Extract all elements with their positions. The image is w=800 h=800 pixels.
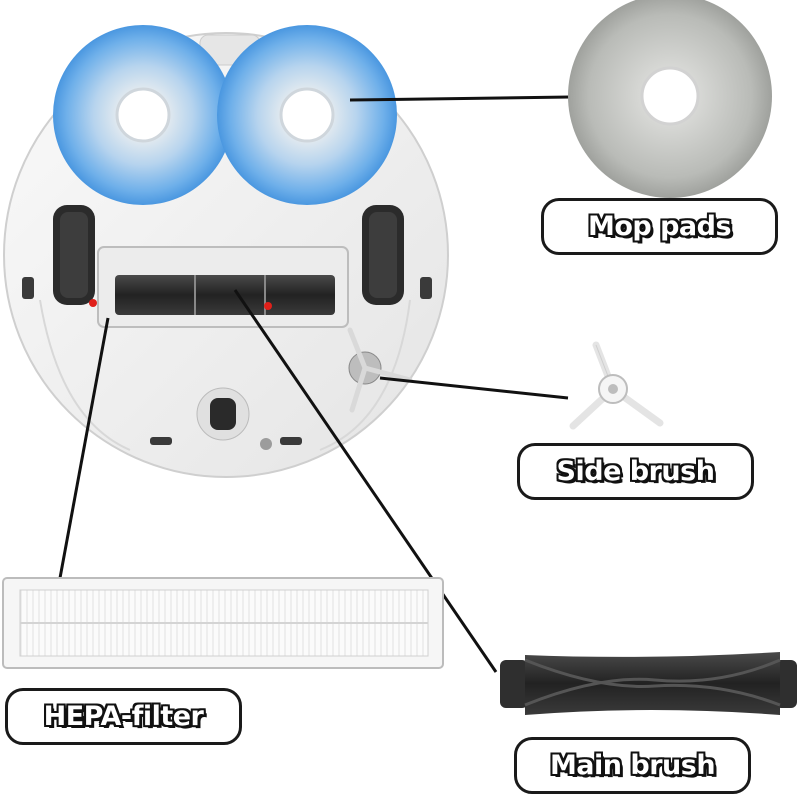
main-brush-product: [500, 652, 797, 715]
left-wheel: [53, 205, 95, 305]
label-hepa-filter: HEPA-filter: [5, 688, 242, 745]
label-main-brush: Main brush: [514, 737, 751, 794]
callout-side-brush: [379, 376, 569, 400]
callout-lines: [58, 95, 571, 673]
hepa-filter-product: [2, 577, 444, 669]
robot-side-brush: [347, 327, 413, 413]
label-mop-pads: Mop pads: [541, 198, 778, 255]
red-marker-left: [89, 299, 97, 307]
red-marker-right: [264, 302, 272, 310]
label-hepa-filter-text: HEPA-filter: [43, 701, 204, 732]
label-side-brush-text: Side brush: [556, 456, 715, 487]
side-brush-product: [569, 341, 664, 430]
label-main-brush-text: Main brush: [549, 750, 716, 781]
mop-pad-product: [568, 0, 772, 198]
label-side-brush: Side brush: [517, 443, 754, 500]
label-mop-pads-text: Mop pads: [587, 211, 732, 242]
callout-mop-pads: [349, 95, 571, 102]
callout-main-brush: [233, 289, 498, 673]
callout-hepa-filter: [58, 317, 110, 579]
robot-mop-pads: [53, 25, 397, 205]
right-wheel: [362, 205, 404, 305]
